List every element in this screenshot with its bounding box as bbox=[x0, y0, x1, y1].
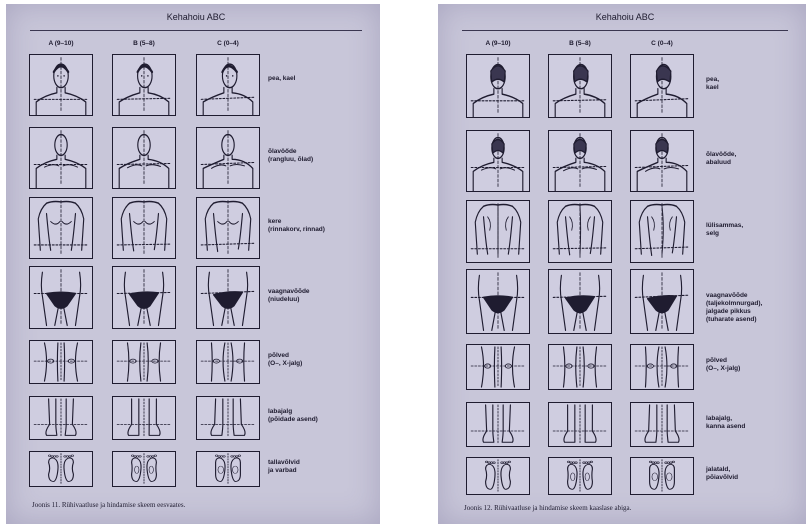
posture-figure-knees-b bbox=[112, 340, 176, 384]
posture-figure-soles-a bbox=[466, 457, 530, 495]
row-label-shoulders-front: õlavöőde (rangluu, õlad) bbox=[268, 148, 348, 164]
posture-figure-feet-a bbox=[466, 402, 530, 447]
posture-figure-torso-back-c bbox=[630, 200, 694, 263]
posture-figure-shoulders-back-c bbox=[630, 130, 694, 192]
column-title-b: B (5–8) bbox=[111, 40, 177, 47]
column-title-c: C (0–4) bbox=[629, 40, 695, 47]
posture-figure-torso-back-a bbox=[466, 200, 530, 263]
posture-figure-knees-a bbox=[466, 344, 530, 390]
column-title-b: B (5–8) bbox=[547, 40, 613, 47]
row-label-torso-back: lülisammas, selg bbox=[706, 222, 786, 238]
posture-figure-soles-a bbox=[29, 451, 93, 487]
left-header: Kehahoiu ABC bbox=[30, 12, 362, 31]
posture-figure-soles-c bbox=[196, 451, 260, 487]
posture-figure-soles-b bbox=[112, 451, 176, 487]
posture-figure-knees-c bbox=[630, 344, 694, 390]
row-label-shoulders-back: õlavöőde, abaluud bbox=[706, 151, 786, 167]
row-label-soles: jalatald, põiavõlvid bbox=[706, 466, 786, 482]
posture-figure-head-back-c bbox=[630, 54, 694, 118]
posture-figure-head-front-b bbox=[112, 54, 176, 116]
right-header: Kehahoiu ABC bbox=[462, 12, 788, 31]
column-title-a: A (9–10) bbox=[465, 40, 531, 47]
row-label-soles: tallavõlvid ja varbad bbox=[268, 459, 348, 475]
posture-figure-head-front-a bbox=[29, 54, 93, 116]
posture-figure-knees-c bbox=[196, 340, 260, 384]
posture-figure-pelvis-front-a bbox=[29, 266, 93, 329]
posture-figure-torso-back-b bbox=[548, 200, 612, 263]
posture-figure-torso-front-a bbox=[29, 197, 93, 259]
right-caption: Joonis 12. Rühivaatluse ja hindamise ske… bbox=[464, 504, 631, 512]
posture-figure-knees-b bbox=[548, 344, 612, 390]
posture-figure-shoulders-back-a bbox=[466, 130, 530, 192]
right-page: Kehahoiu ABC A (9–10) B (5–8) C (0–4) pea, … bbox=[438, 4, 806, 524]
posture-figure-torso-front-c bbox=[196, 197, 260, 259]
row-label-torso-front: kere (rinnakorv, rinnad) bbox=[268, 218, 348, 234]
row-label-head-back: pea, kael bbox=[706, 76, 786, 92]
posture-figure-pelvis-back-c bbox=[630, 269, 694, 334]
posture-figure-feet-b bbox=[112, 396, 176, 440]
posture-figure-pelvis-back-a bbox=[466, 269, 530, 334]
column-title-a: A (9–10) bbox=[28, 40, 94, 47]
posture-figure-feet-a bbox=[29, 396, 93, 440]
left-page: Kehahoiu ABC A (9–10) B (5–8) C (0–4) pea, … bbox=[6, 4, 380, 524]
row-label-knees: põlved (O–, X-jalg) bbox=[706, 357, 786, 373]
posture-figure-soles-b bbox=[548, 457, 612, 495]
posture-figure-head-back-b bbox=[548, 54, 612, 118]
posture-figure-knees-a bbox=[29, 340, 93, 384]
row-label-head-front: pea, kael bbox=[268, 75, 348, 83]
posture-figure-pelvis-front-c bbox=[196, 266, 260, 329]
row-label-feet: labajalg, kanna asend bbox=[706, 415, 786, 431]
posture-figure-soles-c bbox=[630, 457, 694, 495]
posture-figure-head-back-a bbox=[466, 54, 530, 118]
posture-figure-pelvis-back-b bbox=[548, 269, 612, 334]
row-label-pelvis-back: vaagnavõõde (taljekolmnurgad), jalgade p… bbox=[706, 292, 786, 325]
row-label-knees: põlved (O–, X-jalg) bbox=[268, 352, 348, 368]
row-label-feet: labajalg (põidade asend) bbox=[268, 408, 348, 424]
posture-figure-shoulders-back-b bbox=[548, 130, 612, 192]
row-label-pelvis-front: vaagnavõõde (niudeluu) bbox=[268, 288, 348, 304]
posture-figure-feet-b bbox=[548, 402, 612, 447]
left-caption: Joonis 11. Rühivaatluse ja hindamise ske… bbox=[32, 501, 185, 509]
posture-figure-shoulders-front-c bbox=[196, 127, 260, 189]
posture-figure-shoulders-front-a bbox=[29, 127, 93, 189]
posture-figure-pelvis-front-b bbox=[112, 266, 176, 329]
posture-figure-feet-c bbox=[630, 402, 694, 447]
posture-figure-head-front-c bbox=[196, 54, 260, 116]
posture-figure-shoulders-front-b bbox=[112, 127, 176, 189]
posture-figure-torso-front-b bbox=[112, 197, 176, 259]
column-title-c: C (0–4) bbox=[195, 40, 261, 47]
posture-figure-feet-c bbox=[196, 396, 260, 440]
